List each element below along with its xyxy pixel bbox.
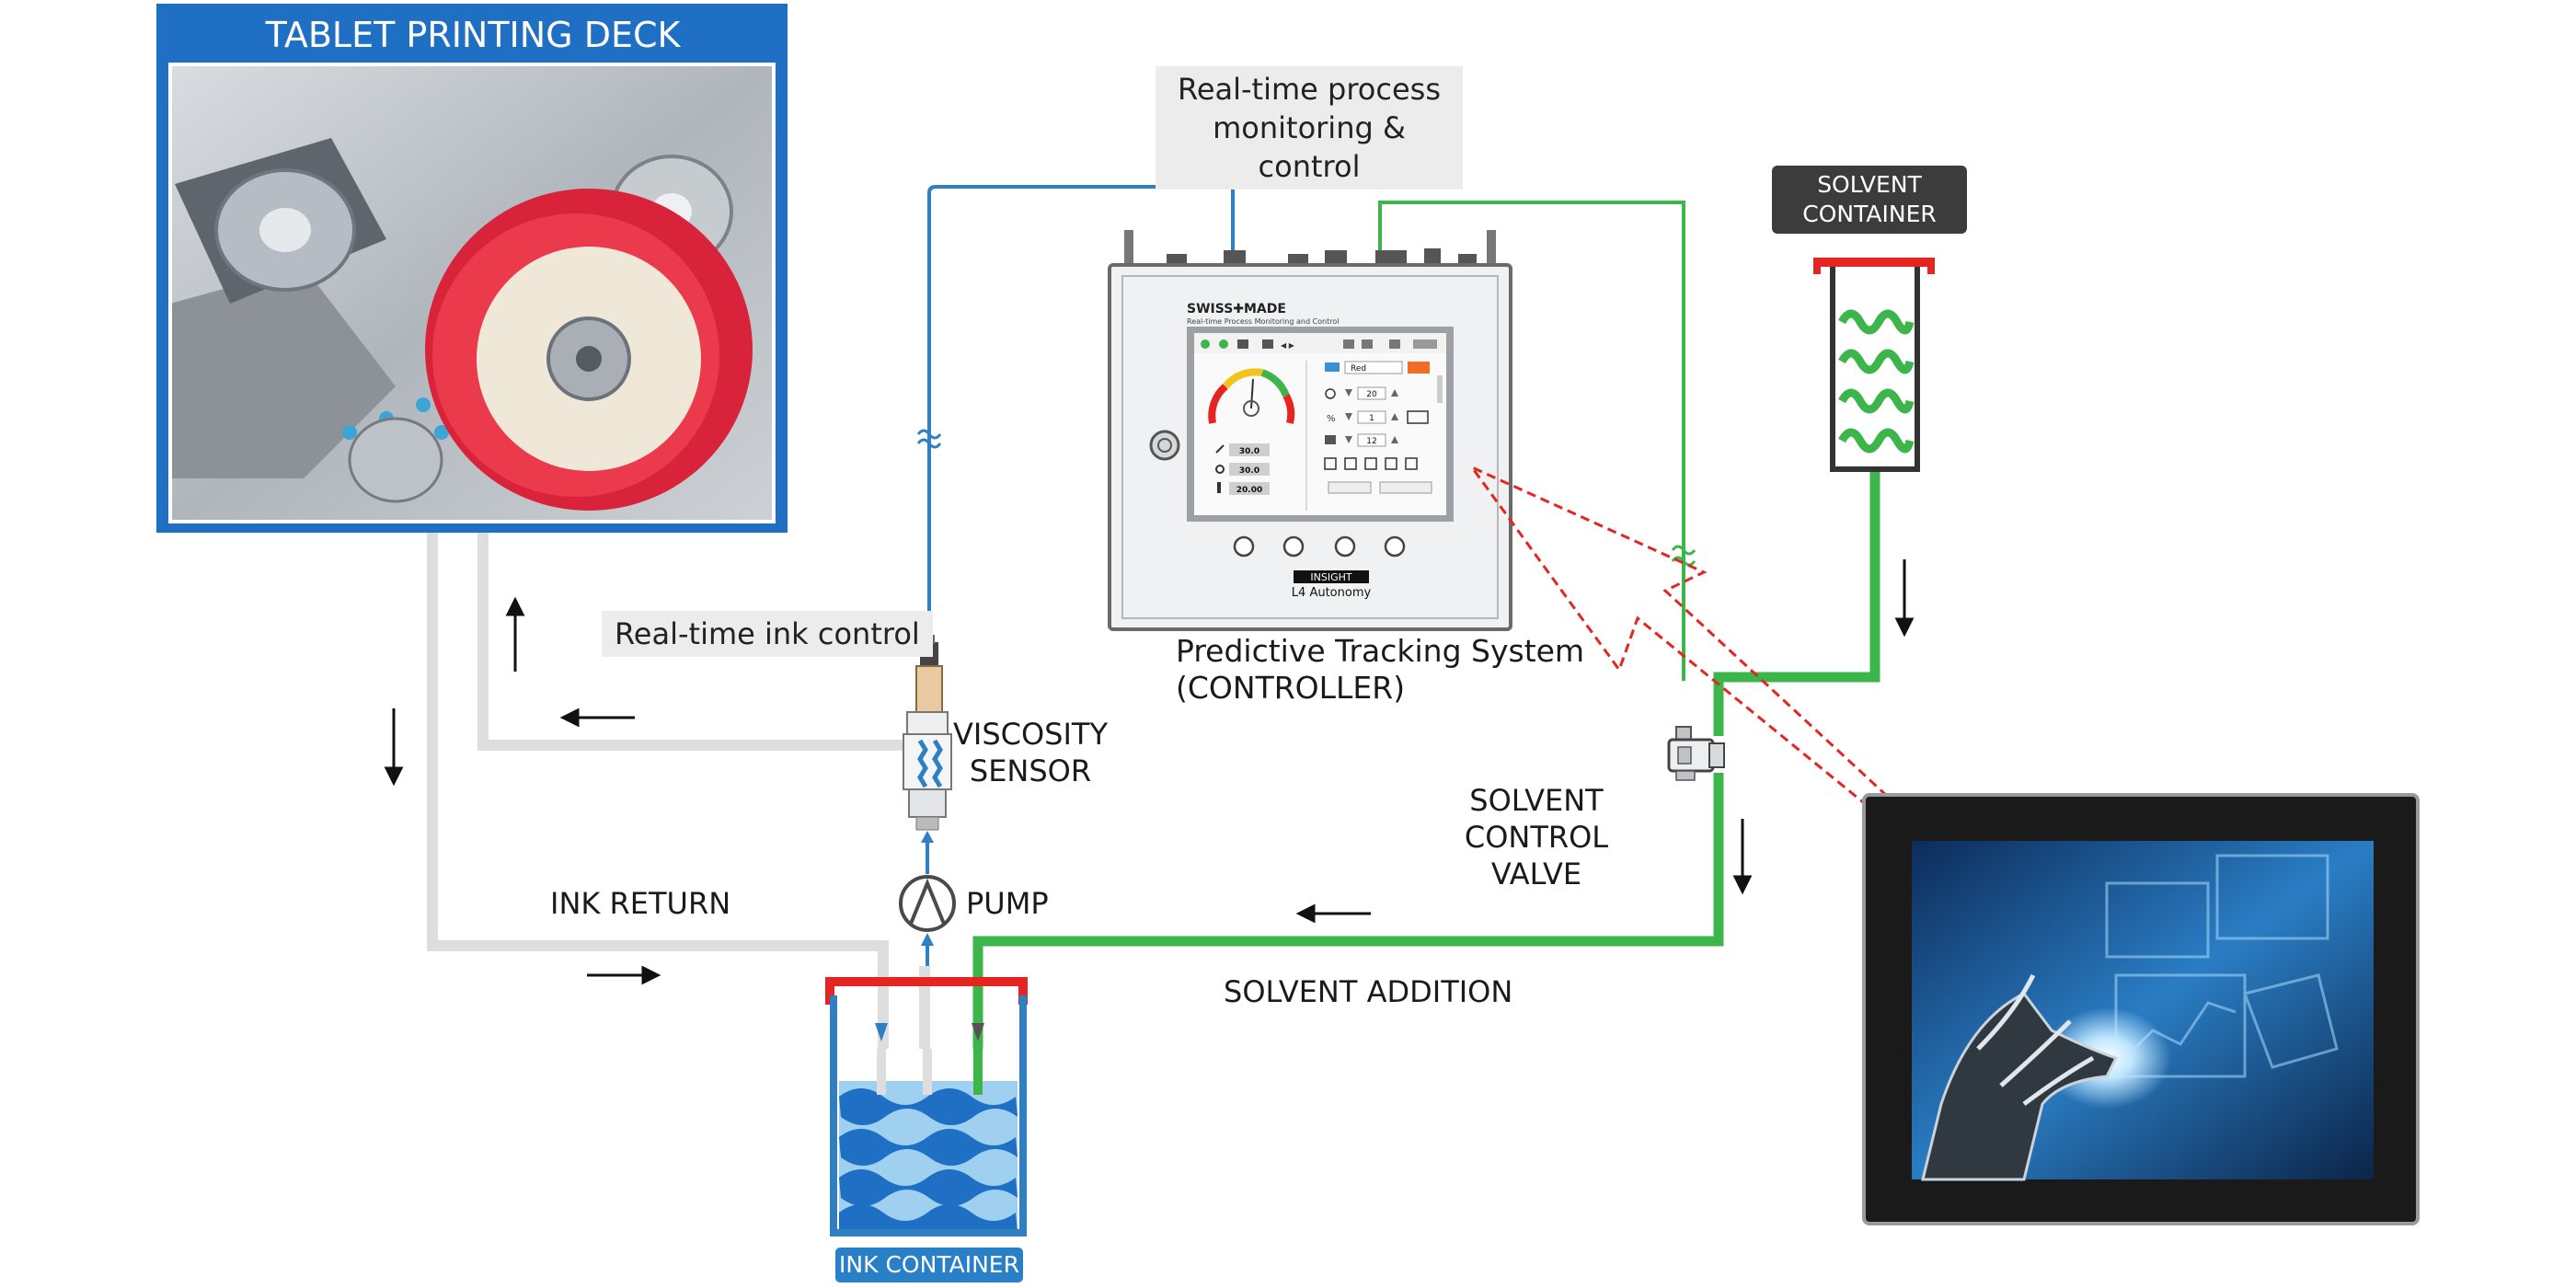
hmi-setpoint-1: 20 xyxy=(1366,390,1377,399)
ink-return-label: INK RETURN xyxy=(550,886,731,921)
controller-caption: Predictive Tracking System (CONTROLLER) xyxy=(1176,633,1585,706)
hmi-setpoint-3: 12 xyxy=(1366,437,1376,446)
tablet-display xyxy=(1862,793,2420,1225)
solvent-container-label: SOLVENT CONTAINER xyxy=(1772,166,1967,234)
pump-label: PUMP xyxy=(966,886,1049,921)
hmi-color-value: Red xyxy=(1351,364,1366,374)
monitoring-callout: Real-time process monitoring & control xyxy=(1156,66,1463,190)
solvent-addition-label: SOLVENT ADDITION xyxy=(1224,974,1513,1009)
hmi-setpoint-2: 1 xyxy=(1369,414,1374,423)
hmi-readout-1: 30.0 xyxy=(1239,447,1259,456)
controller-hmi-screen: ◀ ▶ 30.0 30.0 xyxy=(1187,327,1454,522)
flow-arrows xyxy=(384,559,1915,985)
solvent-lines xyxy=(972,201,1880,1049)
hmi-readouts: 30.0 30.0 20.00 xyxy=(1215,443,1270,495)
ink-container-label: INK CONTAINER xyxy=(835,1248,1023,1282)
viscosity-sensor-label: VISCOSITY SENSOR xyxy=(952,717,1108,788)
controller-subtitle: Real-time Process Monitoring and Control xyxy=(1187,317,1339,326)
ink-return-lines xyxy=(427,524,911,1049)
ink-control-callout: Real-time ink control xyxy=(602,611,933,657)
hmi-settings-grid: Red 20 % 1 12 xyxy=(1305,361,1443,511)
controller-enclosure: SWISS✚MADE Real-time Process Monitoring … xyxy=(1108,230,1512,631)
tablet-to-hmi-arrow xyxy=(1467,464,1890,808)
controller-brand: SWISS✚MADE xyxy=(1187,302,1286,316)
svg-text:%: % xyxy=(1327,414,1336,424)
hmi-gauge xyxy=(1208,368,1295,424)
svg-text:◀ ▶: ◀ ▶ xyxy=(1281,341,1295,350)
deck-title: TABLET PRINTING DECK xyxy=(265,15,681,55)
solvent-container xyxy=(1813,258,1935,472)
tablet-printing-deck xyxy=(156,4,788,533)
solvent-valve-label: SOLVENT CONTROL VALVE xyxy=(1464,783,1609,891)
pump-symbol xyxy=(899,875,956,966)
hmi-readout-2: 30.0 xyxy=(1239,466,1259,476)
solvent-control-valve xyxy=(1667,726,1725,781)
controller-badge-top: INSIGHT xyxy=(1310,571,1351,583)
ink-container xyxy=(825,977,1028,1236)
print-wheel xyxy=(425,189,753,511)
hmi-readout-3: 20.00 xyxy=(1236,486,1262,495)
controller-badge-bottom: L4 Autonomy xyxy=(1292,586,1372,600)
viscosity-sensor xyxy=(903,635,952,874)
